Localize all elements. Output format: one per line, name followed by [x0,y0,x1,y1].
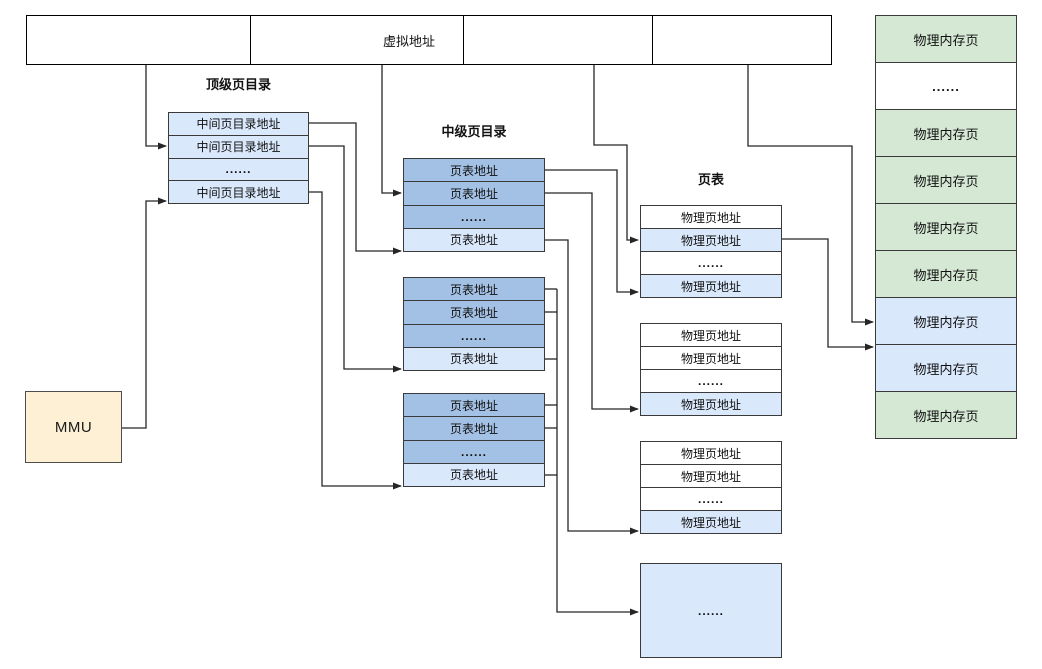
physical-memory-page-row: 物理内存页 [876,344,1016,391]
physical-memory-page-row: 物理内存页 [876,109,1016,156]
more-page-tables-box: ...... [640,563,782,658]
table-row: 中间页目录地址 [169,180,308,203]
table-row: 页表地址 [404,346,544,370]
table-row: 物理页地址 [641,206,781,228]
physical-memory-page-row: 物理内存页 [876,203,1016,250]
table-row: 物理页地址 [641,228,781,251]
table-row: 物理页地址 [641,274,781,297]
table-row-ellipsis: ...... [404,439,544,463]
mid-level-directory-table-2: 页表地址 页表地址 ...... 页表地址 [403,277,545,371]
table-row: 物理页地址 [641,464,781,487]
physical-memory-page-row: 物理内存页 [876,156,1016,203]
physical-memory-page-row: 物理内存页 [876,297,1016,344]
table-row: 物理页地址 [641,324,781,346]
table-row-ellipsis: ...... [404,204,544,228]
table-row: 物理页地址 [641,442,781,464]
table-row: 页表地址 [404,181,544,205]
table-row: 中间页目录地址 [169,134,308,158]
table-row: 页表地址 [404,462,544,486]
table-row: 页表地址 [404,416,544,440]
table-row-ellipsis: ...... [641,369,781,392]
table-row: 物理页地址 [641,392,781,415]
table-row: 页表地址 [404,278,544,301]
table-row-ellipsis: ...... [641,251,781,274]
virtual-address-bar: 虚拟地址 [26,15,832,65]
table-row-ellipsis: ...... [641,487,781,510]
page-table-label: 页表 [697,172,724,187]
va-segment-3 [464,16,653,64]
table-row: 物理页地址 [641,510,781,533]
va-segment-1 [27,16,251,64]
va-segment-4 [653,16,831,64]
top-level-directory-table: 中间页目录地址 中间页目录地址 ...... 中间页目录地址 [168,112,309,204]
table-row-ellipsis: ...... [404,323,544,347]
table-row: 页表地址 [404,159,544,182]
physical-memory-page-row: 物理内存页 [876,250,1016,297]
top-level-directory-label: 顶级页目录 [205,77,271,92]
physical-memory-column: 物理内存页 ...... 物理内存页 物理内存页 物理内存页 物理内存页 物理内… [875,15,1017,439]
mid-level-directory-table-3: 页表地址 页表地址 ...... 页表地址 [403,393,545,487]
table-row: 页表地址 [404,227,544,251]
table-row: 页表地址 [404,300,544,324]
physical-memory-page-row: 物理内存页 [876,391,1016,438]
va-segment-2: 虚拟地址 [251,16,464,64]
mid-level-directory-table-1: 页表地址 页表地址 ...... 页表地址 [403,158,545,252]
page-table-1: 物理页地址 物理页地址 ...... 物理页地址 [640,205,782,298]
table-row: 页表地址 [404,394,544,417]
table-row: 中间页目录地址 [169,113,308,135]
table-row: 物理页地址 [641,346,781,369]
physical-memory-ellipsis-row: ...... [876,62,1016,109]
page-table-2: 物理页地址 物理页地址 ...... 物理页地址 [640,323,782,416]
physical-memory-page-row: 物理内存页 [876,16,1016,62]
mmu-box: MMU [25,391,122,463]
table-row-ellipsis: ...... [169,157,308,181]
mid-level-directory-label: 中级页目录 [441,124,507,139]
page-table-3: 物理页地址 物理页地址 ...... 物理页地址 [640,441,782,534]
